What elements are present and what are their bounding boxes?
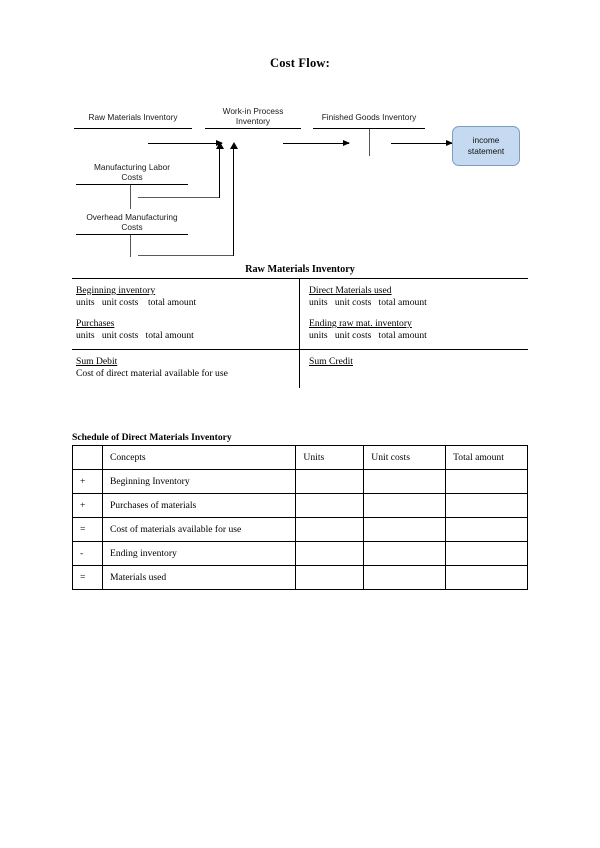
row-units[interactable] xyxy=(295,493,365,518)
row-units[interactable] xyxy=(295,517,365,542)
t-stem-finished-goods xyxy=(369,129,370,156)
credit-entry-detail-0: units unit costs total amount xyxy=(309,297,427,308)
column-header-total-amount: Total amount xyxy=(445,445,528,470)
t-account-credit-side: Direct Materials used units unit costs t… xyxy=(299,279,528,349)
column-header-sign xyxy=(72,445,103,470)
schedule-table: Concepts Units Unit costs Total amount +… xyxy=(72,445,528,590)
table-header-row: Concepts Units Unit costs Total amount xyxy=(72,445,528,470)
diagram-label-overhead-manufacturing-line1: Overhead Manufacturing xyxy=(86,212,178,222)
row-unit-costs[interactable] xyxy=(363,541,447,566)
page-title: Cost Flow: xyxy=(270,56,330,70)
row-unit-costs[interactable] xyxy=(363,469,447,494)
arrow-overhead-to-wip xyxy=(228,142,240,256)
connector-overhead-manufacturing xyxy=(138,255,233,256)
t-rule-raw-materials xyxy=(74,128,192,129)
column-header-concepts: Concepts xyxy=(101,445,297,470)
diagram-label-raw-materials-inventory: Raw Materials Inventory xyxy=(88,112,178,122)
sum-debit-detail: Cost of direct material available for us… xyxy=(76,368,228,379)
row-unit-costs[interactable] xyxy=(363,493,447,518)
raw-materials-t-account: Raw Materials Inventory Beginning invent… xyxy=(72,264,528,388)
diagram-label-manufacturing-labor-line1: Manufacturing Labor xyxy=(93,162,171,172)
row-concept: Cost of materials available for use xyxy=(101,517,297,542)
table-row: + Beginning Inventory xyxy=(72,469,528,494)
t-account-sum-debit: Sum Debit Cost of direct material availa… xyxy=(72,350,299,388)
t-stem-overhead-manufacturing xyxy=(130,235,131,257)
t-account-totals-row: Sum Debit Cost of direct material availa… xyxy=(72,350,528,388)
credit-entry-heading-1: Ending raw mat. inventory xyxy=(309,318,412,329)
t-rule-work-in-process xyxy=(205,128,301,129)
t-rule-overhead-manufacturing xyxy=(76,234,188,235)
spacer xyxy=(76,308,295,318)
debit-entry-heading-1: Purchases xyxy=(76,318,115,329)
table-row: - Ending inventory xyxy=(72,541,528,566)
sum-credit-heading: Sum Credit xyxy=(309,356,353,367)
row-concept: Beginning Inventory xyxy=(101,469,297,494)
row-total-amount[interactable] xyxy=(445,565,528,590)
t-account-box: Beginning inventory units unit costs tot… xyxy=(72,278,528,388)
row-concept: Ending inventory xyxy=(101,541,297,566)
row-units[interactable] xyxy=(295,541,365,566)
row-units[interactable] xyxy=(295,469,365,494)
diagram-label-work-in-process-line1: Work-in Process xyxy=(222,106,284,116)
debit-entry-heading-0: Beginning inventory xyxy=(76,285,156,296)
cost-flow-diagram: Raw Materials Inventory Work-in Process … xyxy=(0,100,600,260)
diagram-label-finished-goods-inventory: Finished Goods Inventory xyxy=(321,112,417,122)
t-account-vertical-divider xyxy=(299,278,300,388)
debit-entry-detail-0: units unit costs total amount xyxy=(76,297,197,308)
schedule-title: Schedule of Direct Materials Inventory xyxy=(72,432,232,443)
t-rule-finished-goods xyxy=(313,128,425,129)
debit-entry-detail-1: units unit costs total amount xyxy=(76,330,194,341)
arrow-finished-goods-to-income-statement xyxy=(391,140,453,146)
row-total-amount[interactable] xyxy=(445,541,528,566)
sum-debit-heading: Sum Debit xyxy=(76,356,118,367)
credit-entry-heading-0: Direct Materials used xyxy=(309,285,392,296)
t-account-middle-rule xyxy=(72,349,528,350)
connector-manufacturing-labor xyxy=(138,197,219,198)
row-sign: = xyxy=(72,565,103,590)
table-row: = Cost of materials available for use xyxy=(72,517,528,542)
column-header-units: Units xyxy=(295,445,365,470)
row-concept: Materials used xyxy=(101,565,297,590)
t-rule-manufacturing-labor xyxy=(76,184,188,185)
row-units[interactable] xyxy=(295,565,365,590)
row-concept: Purchases of materials xyxy=(101,493,297,518)
t-account-sum-credit: Sum Credit xyxy=(299,350,528,388)
row-sign: - xyxy=(72,541,103,566)
credit-entry-detail-1: units unit costs total amount xyxy=(309,330,427,341)
table-row: = Materials used xyxy=(72,565,528,590)
arrow-raw-materials-to-wip xyxy=(148,140,223,146)
row-total-amount[interactable] xyxy=(445,517,528,542)
row-total-amount[interactable] xyxy=(445,493,528,518)
row-total-amount[interactable] xyxy=(445,469,528,494)
t-account-title: Raw Materials Inventory xyxy=(245,264,355,275)
income-statement-label-line2: statement xyxy=(467,146,505,156)
diagram-label-work-in-process-line2: Inventory xyxy=(235,116,271,126)
table-row: + Purchases of materials xyxy=(72,493,528,518)
t-account-top-rule xyxy=(72,278,528,279)
diagram-label-overhead-manufacturing-line2: Costs xyxy=(121,222,143,232)
t-account-entries-row: Beginning inventory units unit costs tot… xyxy=(72,279,528,349)
row-sign: = xyxy=(72,517,103,542)
spacer xyxy=(309,308,524,318)
t-account-debit-side: Beginning inventory units unit costs tot… xyxy=(72,279,299,349)
income-statement-box: income statement xyxy=(452,126,520,166)
arrow-wip-to-finished-goods xyxy=(283,140,350,146)
column-header-unit-costs: Unit costs xyxy=(363,445,447,470)
t-stem-manufacturing-labor xyxy=(130,185,131,209)
row-sign: + xyxy=(72,469,103,494)
row-unit-costs[interactable] xyxy=(363,517,447,542)
row-unit-costs[interactable] xyxy=(363,565,447,590)
row-sign: + xyxy=(72,493,103,518)
diagram-label-manufacturing-labor-line2: Costs xyxy=(121,172,143,182)
arrow-labor-to-wip xyxy=(214,142,226,198)
schedule-section: Schedule of Direct Materials Inventory C… xyxy=(72,432,528,590)
income-statement-label-line1: income xyxy=(472,135,500,145)
